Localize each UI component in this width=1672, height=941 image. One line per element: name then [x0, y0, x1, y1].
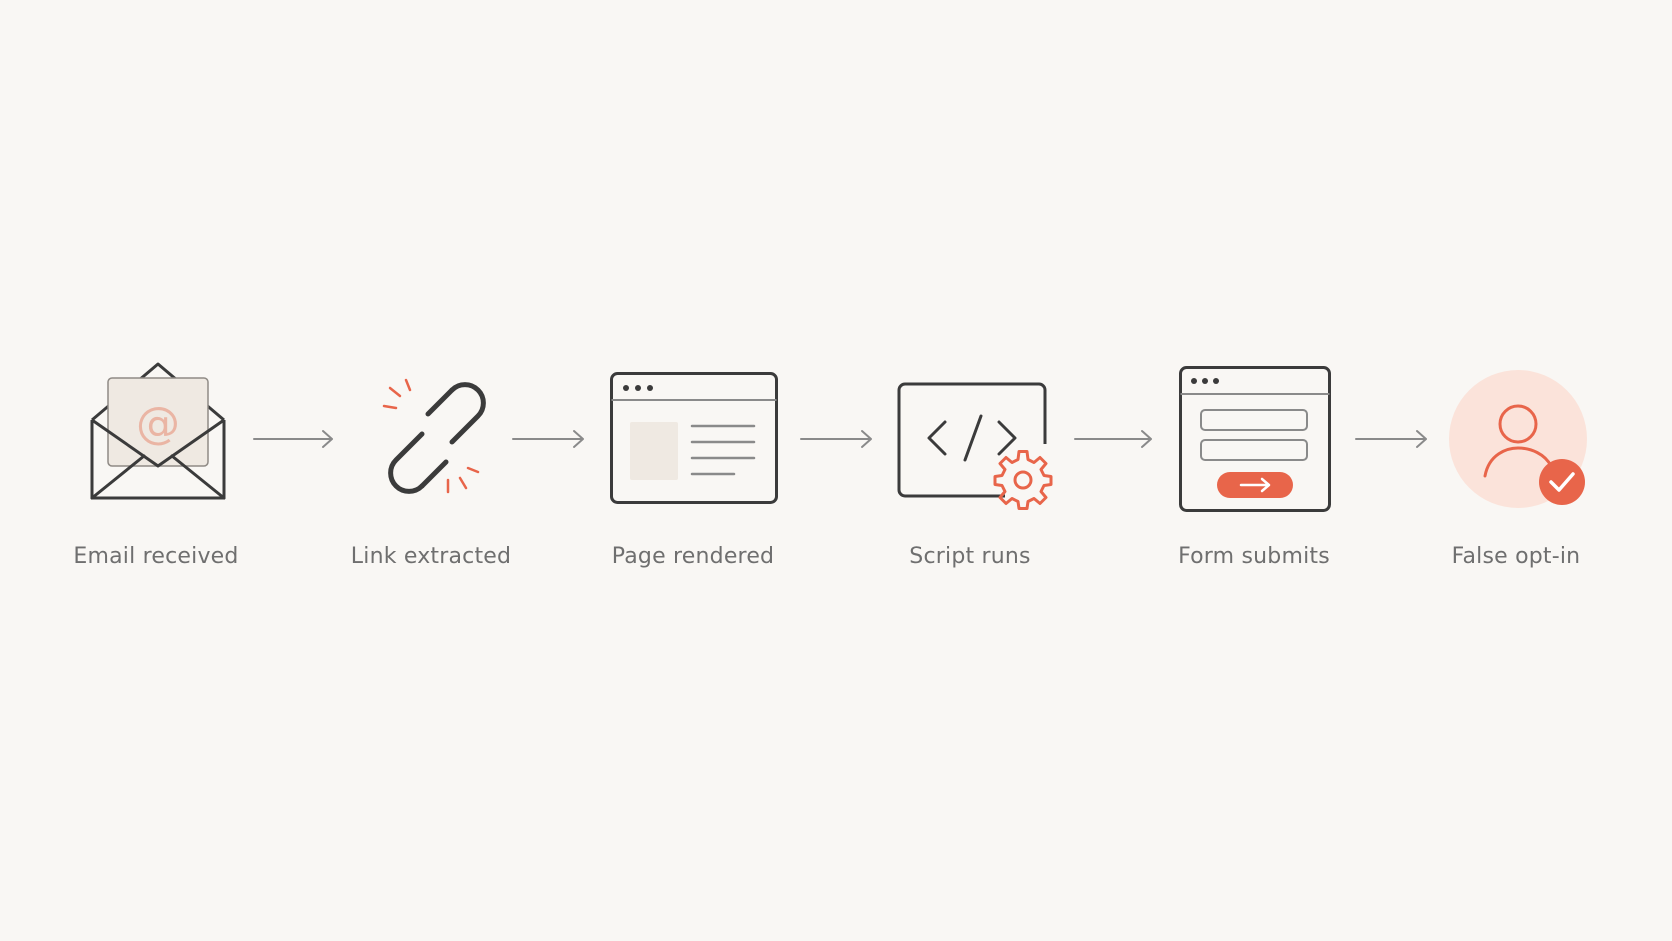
arrow-right-icon [799, 427, 875, 451]
arrow-right-icon [511, 427, 587, 451]
step-label-false-opt-in: False opt-in [1451, 544, 1581, 569]
arrow-right-icon [1073, 427, 1155, 451]
user-check-icon [1449, 370, 1589, 510]
code-gear-icon [897, 382, 1053, 512]
step-label-link-extracted: Link extracted [350, 544, 512, 569]
arrow-right-icon [1354, 427, 1430, 451]
step-label-script-runs: Script runs [909, 544, 1031, 569]
form-submit-icon [1179, 366, 1331, 512]
svg-text:@: @ [136, 398, 180, 449]
envelope-at-icon: @ [88, 358, 228, 506]
broken-link-icon [382, 378, 492, 496]
browser-page-icon [610, 372, 778, 504]
step-label-email-received: Email received [73, 544, 239, 569]
step-label-page-rendered: Page rendered [611, 544, 775, 569]
arrow-right-icon [252, 427, 336, 451]
step-label-form-submits: Form submits [1178, 544, 1330, 569]
